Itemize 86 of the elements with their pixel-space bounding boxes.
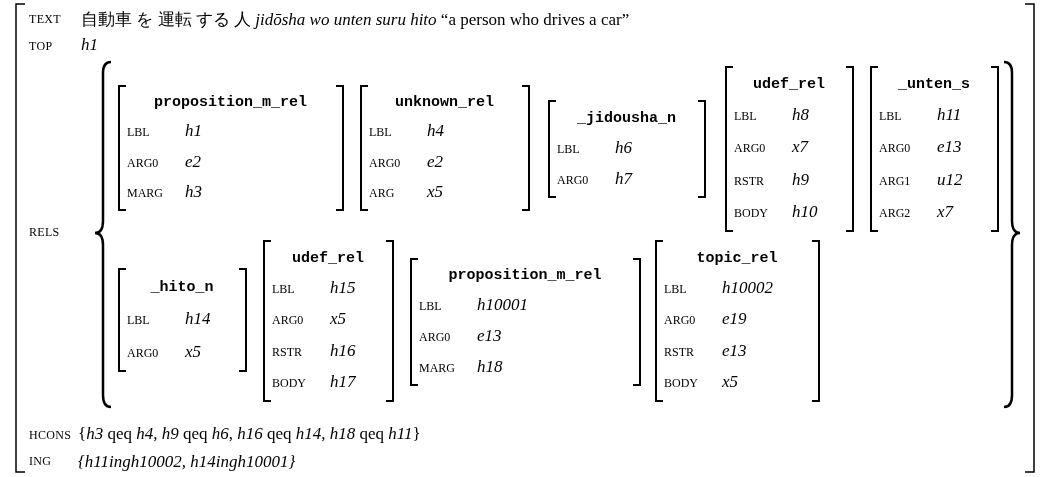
feature-structure [15, 3, 1035, 473]
feature-value: h17 [330, 372, 356, 393]
feature-label: LBL [734, 109, 758, 125]
feature-value: {h11ingh10002, h14ingh10001} [78, 452, 296, 472]
feature-label: MARG [419, 360, 456, 376]
relation-type: proposition_m_rel [447, 267, 603, 285]
feature-value: u12 [937, 169, 963, 190]
feature-label: LBL [127, 312, 151, 328]
relation-type: udef_rel [291, 249, 365, 267]
feature-value: {h3 qeq h4, h9 qeq h6, h16 qeq h14, h18 qeq h11} [78, 424, 421, 444]
feature-value: h18 [477, 356, 503, 377]
feature-label: ARG [369, 185, 396, 201]
feature-value: x5 [722, 372, 739, 393]
relation-type: _hito_n [149, 278, 215, 296]
feature-value: h3 [185, 181, 202, 202]
feature-label: LBL [369, 125, 393, 141]
feature-value: h9 [792, 169, 809, 190]
feature-label: LBL [127, 125, 151, 141]
relation-type: _unten_s [897, 76, 971, 94]
feature-value: e2 [427, 151, 444, 172]
feature-value: h1 [81, 35, 98, 55]
relation-type: unknown_rel [394, 94, 495, 112]
feature-value: e19 [722, 309, 747, 330]
feature-value: x5 [185, 341, 202, 362]
feature-label: MARG [127, 185, 164, 201]
feature-value: e13 [477, 325, 502, 346]
feature-label: RSTR [272, 344, 303, 360]
feature-label: BODY [272, 376, 307, 392]
feature-label: RELS [29, 225, 60, 240]
feature-structure [725, 66, 854, 232]
feature-label: ARG0 [369, 155, 402, 171]
feature-value: h11 [937, 105, 962, 126]
feature-label: ARG0 [664, 313, 697, 329]
feature-label: ING [29, 454, 52, 469]
feature-value: x5 [330, 309, 347, 330]
feature-value: x7 [937, 201, 954, 222]
feature-value: x5 [427, 181, 444, 202]
feature-value: h14 [185, 308, 211, 329]
feature-value: h1 [185, 121, 202, 142]
relation-type: _jidousha_n [576, 109, 677, 127]
feature-label: BODY [664, 376, 699, 392]
feature-value: x7 [792, 137, 809, 158]
feature-structure [118, 85, 344, 211]
feature-label: TEXT [29, 12, 61, 27]
feature-structure [410, 258, 641, 386]
feature-label: LBL [419, 299, 443, 315]
feature-value: h7 [615, 168, 632, 189]
feature-label: ARG0 [879, 141, 912, 157]
relation-type: udef_rel [752, 76, 826, 94]
feature-structure [360, 85, 530, 211]
feature-label: RSTR [734, 173, 765, 189]
feature-value: h10 [792, 201, 818, 222]
feature-label: TOP [29, 39, 53, 54]
feature-label: HCONS [29, 428, 72, 443]
feature-value: h4 [427, 121, 444, 142]
feature-label: ARG0 [557, 172, 590, 188]
feature-label: LBL [272, 282, 296, 298]
feature-value: e13 [722, 340, 747, 361]
feature-label: RSTR [664, 344, 695, 360]
feature-structure [870, 66, 999, 232]
feature-label: LBL [557, 141, 581, 157]
feature-label: ARG0 [734, 141, 767, 157]
feature-label: BODY [734, 205, 769, 221]
feature-label: ARG1 [879, 173, 912, 189]
feature-value: h15 [330, 278, 356, 299]
feature-value: h10002 [722, 278, 773, 299]
feature-label: ARG2 [879, 205, 912, 221]
feature-value: h8 [792, 105, 809, 126]
feature-value: h16 [330, 340, 356, 361]
feature-value: h10001 [477, 295, 528, 316]
feature-value: e2 [185, 151, 202, 172]
feature-label: LBL [664, 282, 688, 298]
relation-type: proposition_m_rel [153, 94, 308, 112]
feature-structure [118, 268, 247, 372]
feature-value: e13 [937, 137, 962, 158]
feature-structure [548, 100, 706, 198]
feature-label: LBL [879, 109, 903, 125]
feature-value: h6 [615, 137, 632, 158]
relation-type: topic_rel [695, 249, 779, 267]
feature-structure [263, 240, 394, 402]
feature-label: ARG0 [127, 155, 160, 171]
feature-structure [655, 240, 820, 402]
example-sentence: 自動車 を 運転 する 人 jidōsha wo unten suru hito “a person who drives a car” [81, 9, 630, 31]
feature-label: ARG0 [419, 329, 452, 345]
feature-label: ARG0 [127, 345, 160, 361]
feature-label: ARG0 [272, 313, 305, 329]
